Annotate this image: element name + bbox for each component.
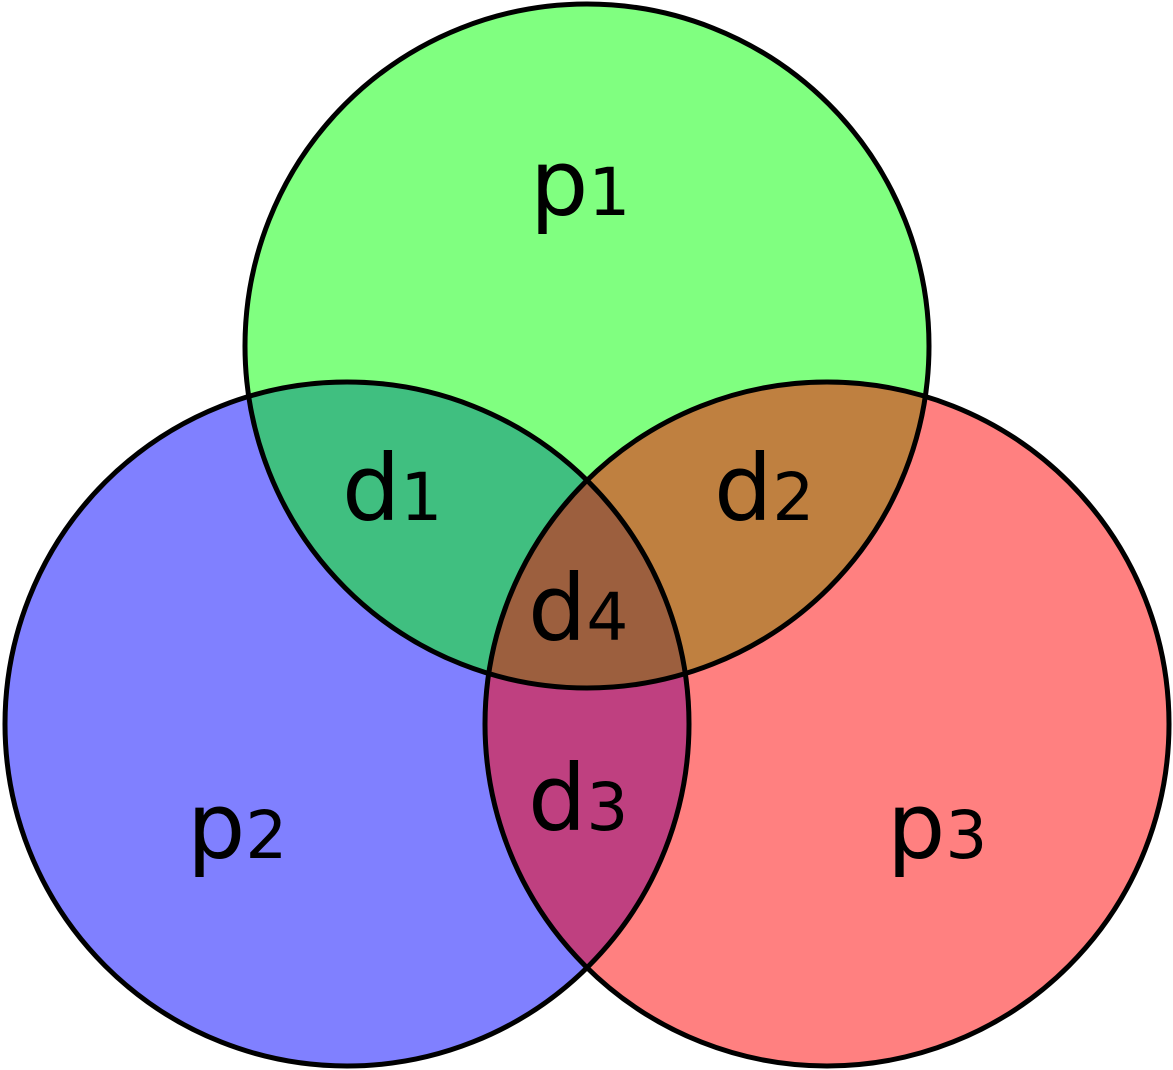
label-p2: p2 xyxy=(187,773,287,880)
outline-p1 xyxy=(242,1,932,691)
label-p1: p1 xyxy=(530,130,630,237)
label-d4: d4 xyxy=(528,555,628,662)
overlap-d1 xyxy=(245,382,689,688)
outline-p3 xyxy=(482,379,1172,1069)
label-d3: d3 xyxy=(528,745,628,852)
outline-p2 xyxy=(2,379,692,1069)
label-d2: d2 xyxy=(714,435,814,542)
label-p3: p3 xyxy=(887,773,987,880)
overlap-d2 xyxy=(485,382,929,688)
label-d1: d1 xyxy=(342,435,442,542)
